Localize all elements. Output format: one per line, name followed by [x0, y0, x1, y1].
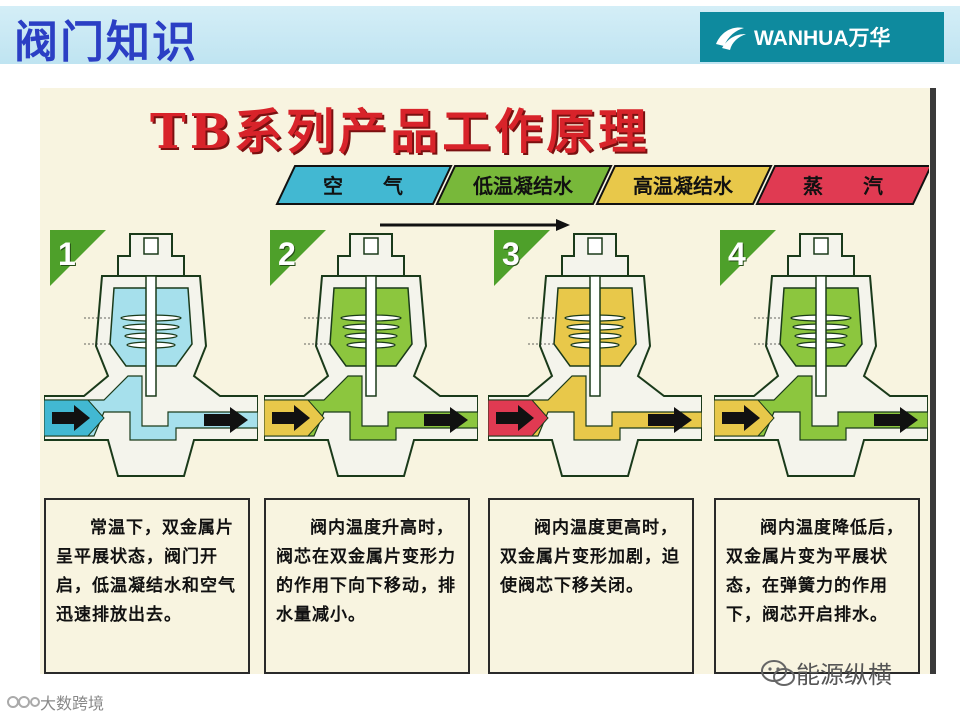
valve-stage-4: 4: [714, 226, 928, 488]
legend-label: 空 气: [323, 174, 403, 198]
wanhua-swirl-icon: [712, 22, 748, 52]
valve-stage-2: 2: [264, 226, 478, 488]
panel-title: TB系列产品工作原理: [150, 92, 650, 162]
legend-label: 蒸 汽: [803, 174, 883, 198]
slide-title: 阀门知识: [14, 6, 198, 70]
stage-description: 阀内温度降低后，双金属片变为平展状态，在弹簧力的作用下，阀芯开启排水。: [714, 498, 920, 674]
stage-description: 常温下，双金属片呈平展状态，阀门开启，低温凝结水和空气迅速排放出去。: [44, 498, 250, 674]
wechat-icon: [760, 658, 796, 688]
watermark-left: 大数跨境: [6, 690, 104, 714]
stage-badge: 2: [270, 230, 326, 286]
watermark-right: 能源纵横: [760, 655, 892, 690]
stage-description: 阀内温度更高时，双金属片变形加剧，迫使阀芯下移关闭。: [488, 498, 694, 674]
stage-number: 1: [58, 236, 76, 273]
stage-badge: 1: [50, 230, 106, 286]
legend-label: 高温凝结水: [633, 174, 734, 198]
logo-text: WANHUA万华: [754, 22, 891, 52]
stage-badge: 3: [494, 230, 550, 286]
legend-bar: 空 气 低温凝结水 高温凝结水 蒸 汽: [273, 164, 929, 206]
watermark-left-text: 大数跨境: [40, 690, 104, 714]
valve-stage-3: 3: [488, 226, 702, 488]
stage-badge: 4: [720, 230, 776, 286]
panel-edge: [930, 88, 936, 674]
wanhua-logo: WANHUA万华: [700, 12, 944, 62]
stage-number: 3: [502, 236, 520, 273]
stage-number: 4: [728, 236, 746, 273]
diagram-panel: TB系列产品工作原理 空 气 低温凝结水 高温凝结水 蒸 汽 1 常温下，双金属片呈平展…: [40, 88, 932, 674]
stage-description: 阀内温度升高时，阀芯在双金属片变形力的作用下向下移动，排水量减小。: [264, 498, 470, 674]
watermark-logo-icon: [6, 692, 40, 712]
slide-header: 阀门知识 WANHUA万华: [0, 0, 960, 68]
stage-number: 2: [278, 236, 296, 273]
watermark-right-text: 能源纵横: [796, 655, 892, 690]
legend-label: 低温凝结水: [472, 174, 574, 198]
valve-stage-1: 1: [44, 226, 258, 488]
